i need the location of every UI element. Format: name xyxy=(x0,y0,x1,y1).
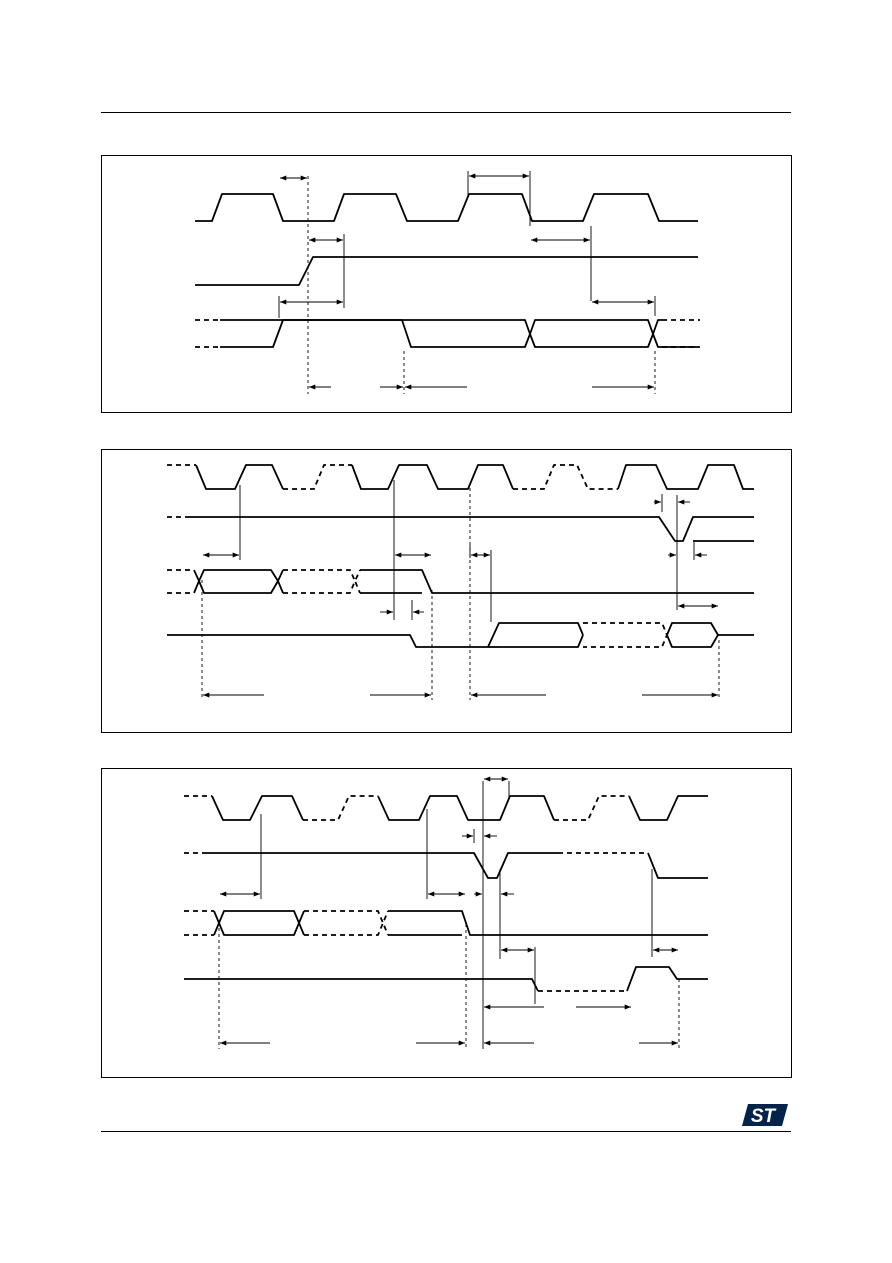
clock-waveform xyxy=(195,193,698,222)
select-waveform xyxy=(202,852,558,879)
data-bus-waveform xyxy=(220,319,698,348)
timing-diagram-2-svg xyxy=(167,464,754,700)
timing-diagram-3 xyxy=(101,768,792,1078)
select-waveform xyxy=(188,516,754,542)
data-bus-waveform xyxy=(193,569,284,582)
st-logo: ST xyxy=(742,1104,788,1127)
timing-diagram-3-svg xyxy=(184,776,708,1049)
timing-diagram-1 xyxy=(101,155,792,413)
timing-diagram-2 xyxy=(101,449,792,733)
clock-waveform xyxy=(211,795,304,821)
timing-diagram-1-svg xyxy=(195,171,700,394)
header-rule xyxy=(101,112,791,113)
control-waveform xyxy=(195,256,698,286)
svg-text:ST: ST xyxy=(751,1106,777,1127)
output-waveform xyxy=(167,622,584,648)
clock-waveform xyxy=(195,464,284,490)
data-bus-waveform xyxy=(213,910,305,924)
footer-rule xyxy=(101,1131,791,1132)
output-waveform xyxy=(184,978,539,992)
